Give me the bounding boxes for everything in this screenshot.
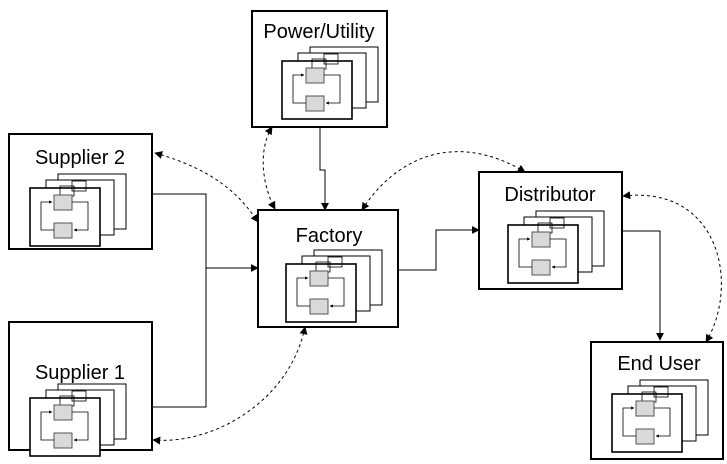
dashed-edge-power-factory — [262, 126, 276, 210]
node-supplier-2-label: Supplier 2 — [35, 147, 125, 169]
node-power-utility: Power/Utility — [251, 10, 388, 128]
node-supplier-1-label: Supplier 1 — [35, 362, 125, 384]
node-distributor-label: Distributor — [504, 184, 595, 206]
node-factory: Factory — [257, 209, 399, 328]
dashed-edge-distributor-end-user — [622, 191, 722, 343]
node-power-utility-label: Power/Utility — [263, 21, 374, 43]
edge-supplier-2-to-factory — [152, 193, 207, 268]
edge-supplier-1-to-factory — [152, 268, 207, 408]
edge-power-to-factory — [319, 127, 329, 211]
information-edges — [152, 126, 722, 445]
node-end-user: End User — [590, 341, 724, 460]
node-factory-label: Factory — [296, 225, 363, 247]
dashed-edge-supplier-2-factory — [154, 151, 259, 223]
node-distributor: Distributor — [478, 171, 623, 290]
node-supplier-2: Supplier 2 — [8, 133, 153, 250]
node-end-user-label: End User — [617, 353, 701, 375]
node-supplier-1: Supplier 1 — [8, 321, 153, 456]
edge-factory-to-distributor — [398, 226, 480, 271]
edge-distributor-to-end-user — [622, 230, 664, 341]
dashed-edge-factory-supplier-1 — [152, 326, 308, 445]
